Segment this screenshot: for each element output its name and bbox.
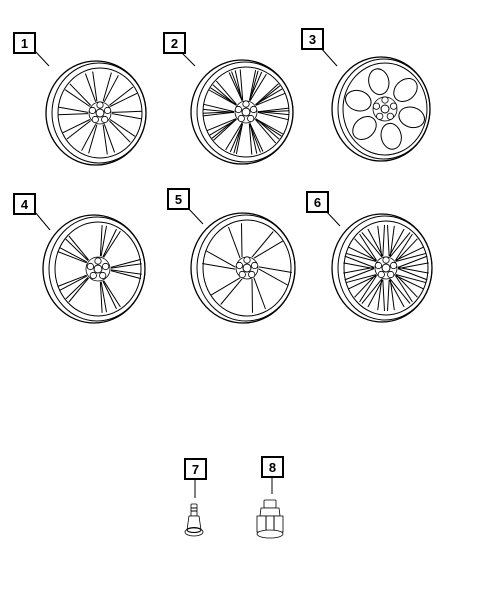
callout-7: 7: [184, 458, 207, 480]
wheel-4: [42, 214, 146, 324]
callout-6: 6: [306, 191, 329, 213]
wheel-3: [331, 56, 431, 162]
callout-1: 1: [13, 32, 36, 54]
callout-2: 2: [163, 32, 186, 54]
callout-8: 8: [261, 456, 284, 478]
wheel-5: [190, 212, 296, 324]
wheel-1: [45, 60, 147, 166]
wheel-2: [190, 59, 294, 165]
callout-5: 5: [167, 188, 190, 210]
callout-4: 4: [13, 193, 36, 215]
valve-stem: [184, 503, 204, 537]
lug-nut: [256, 499, 284, 539]
callout-3: 3: [301, 28, 324, 50]
wheel-6: [331, 213, 433, 323]
